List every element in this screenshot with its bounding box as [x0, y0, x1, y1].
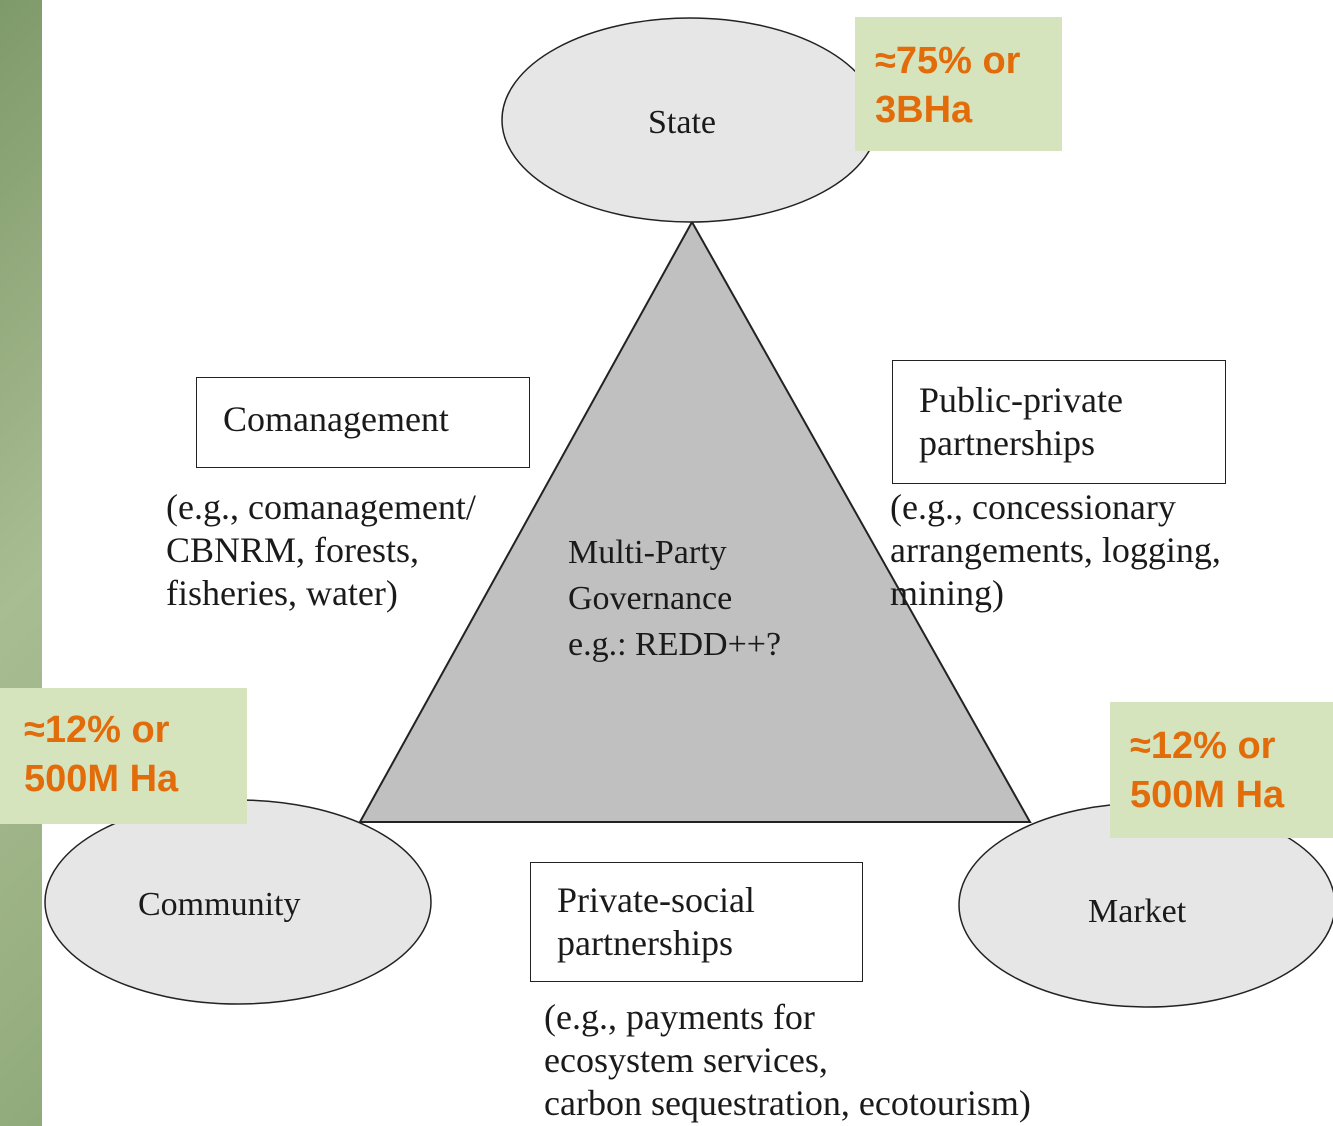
- state-label: State: [648, 104, 716, 141]
- community-share-callout: ≈12% or 500M Ha: [0, 688, 247, 824]
- comanagement-examples: (e.g., comanagement/ CBNRM, forests, fis…: [166, 487, 476, 614]
- center-line-1: Multi-Party: [568, 534, 727, 571]
- market-share-callout: ≈12% or 500M Ha: [1110, 702, 1333, 838]
- center-line-3: e.g.: REDD++?: [568, 625, 782, 663]
- private-social-examples: (e.g., payments for ecosystem services, …: [544, 997, 1031, 1124]
- comanagement-title: Comanagement: [223, 399, 449, 439]
- governance-triangle: [358, 219, 1032, 823]
- state-share-callout: ≈75% or 3BHa: [855, 17, 1062, 151]
- center-line-2: Governance: [568, 579, 733, 617]
- public-private-box: Public-private partnerships: [892, 360, 1226, 484]
- community-label: Community: [138, 886, 301, 923]
- comanagement-box: Comanagement: [196, 377, 530, 468]
- public-private-examples: (e.g., concessionary arrangements, loggi…: [890, 487, 1221, 614]
- private-social-box: Private-social partnerships: [530, 862, 863, 982]
- market-label: Market: [1088, 893, 1187, 930]
- multi-party-governance-text: Multi-Party Governance e.g.: REDD++?: [568, 530, 781, 668]
